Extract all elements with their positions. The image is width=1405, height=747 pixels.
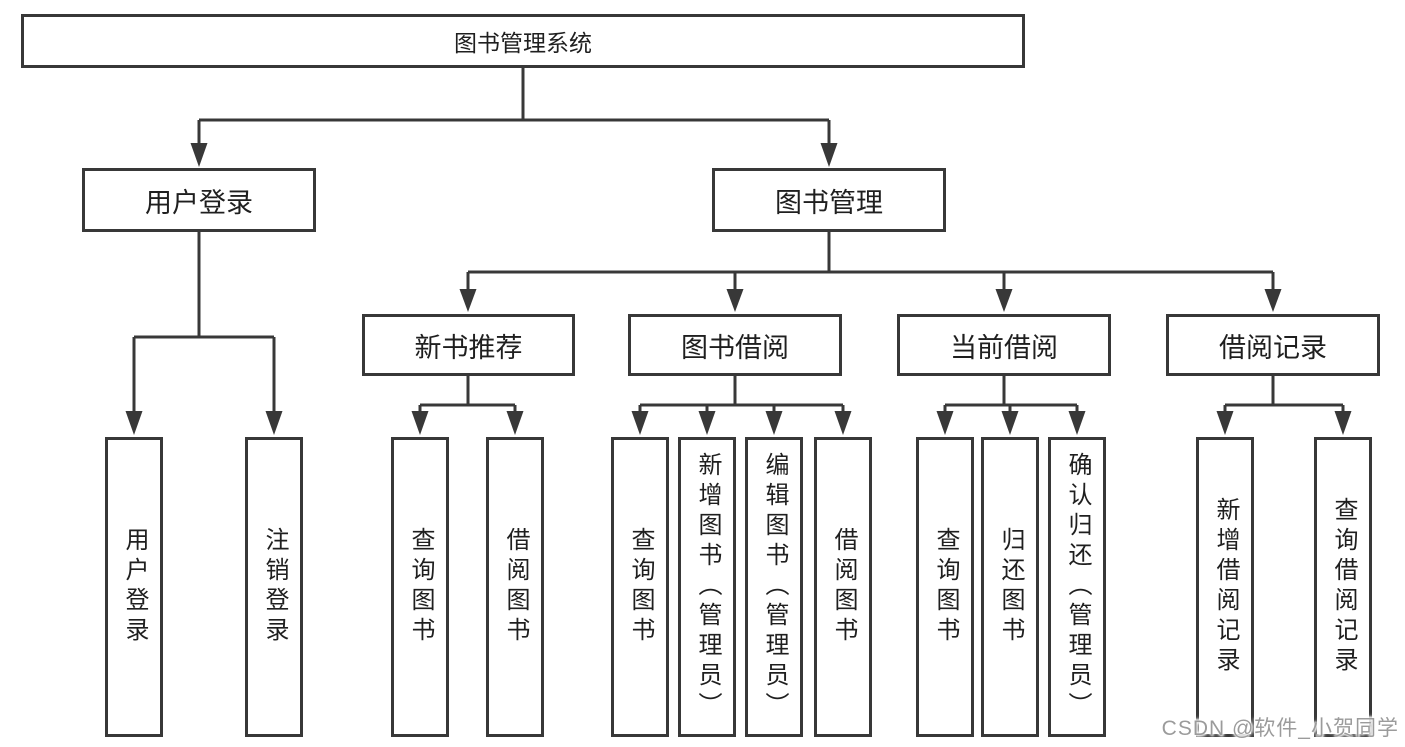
leaf-label: 新增图书（管理员）: [694, 452, 721, 722]
leaf-label: 查询图书: [627, 527, 654, 647]
leaf-label: 借阅图书: [830, 527, 857, 647]
leaf-add-borrow-record: 新增借阅记录: [1196, 437, 1254, 737]
node-book-management: 图书管理: [712, 168, 946, 232]
leaf-label: 确认归还（管理员）: [1064, 452, 1091, 722]
node-library-management-system: 图书管理系统: [21, 14, 1025, 68]
leaf-query-books-borrow: 查询图书: [611, 437, 669, 737]
csdn-watermark: CSDN @软件_小贺同学: [1161, 717, 1399, 740]
node-label: 图书借阅: [681, 332, 789, 363]
leaf-query-books-current: 查询图书: [916, 437, 974, 737]
leaf-label: 查询图书: [407, 527, 434, 647]
node-label: 新书推荐: [414, 332, 523, 363]
node-label: 用户登录: [145, 187, 253, 218]
leaf-label: 新增借阅记录: [1212, 497, 1239, 677]
leaf-label: 用户登录: [121, 527, 148, 647]
node-current-borrow: 当前借阅: [897, 314, 1111, 376]
node-label: 图书管理: [775, 187, 883, 218]
node-book-borrow: 图书借阅: [628, 314, 842, 376]
node-label: 当前借阅: [950, 332, 1058, 363]
leaf-edit-book-admin: 编辑图书（管理员）: [745, 437, 803, 737]
leaf-user-login: 用户登录: [105, 437, 163, 737]
leaf-label: 查询借阅记录: [1330, 497, 1357, 677]
leaf-label: 归还图书: [997, 527, 1024, 647]
node-new-book-recommend: 新书推荐: [362, 314, 575, 376]
leaf-logout: 注销登录: [245, 437, 303, 737]
node-user-login: 用户登录: [82, 168, 316, 232]
leaf-return-books: 归还图书: [981, 437, 1039, 737]
leaf-add-book-admin: 新增图书（管理员）: [678, 437, 736, 737]
leaf-query-books-recommend: 查询图书: [391, 437, 449, 737]
leaf-label: 借阅图书: [502, 527, 529, 647]
leaf-borrow-books-recommend: 借阅图书: [486, 437, 544, 737]
leaf-confirm-return-admin: 确认归还（管理员）: [1048, 437, 1106, 737]
leaf-query-borrow-record: 查询借阅记录: [1314, 437, 1372, 737]
node-label: 图书管理系统: [454, 30, 592, 56]
leaf-label: 注销登录: [261, 527, 288, 647]
node-borrow-records: 借阅记录: [1166, 314, 1380, 376]
leaf-label: 编辑图书（管理员）: [761, 452, 788, 722]
leaf-borrow-books: 借阅图书: [814, 437, 872, 737]
leaf-label: 查询图书: [932, 527, 959, 647]
node-label: 借阅记录: [1219, 332, 1327, 363]
